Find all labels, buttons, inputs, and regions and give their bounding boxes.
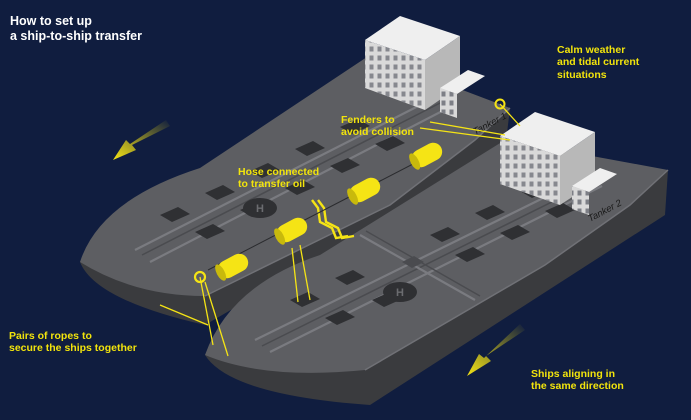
fender-icon [215, 253, 249, 281]
tanker-2-bridge-building [500, 112, 617, 215]
annotation-weather: Calm weather and tidal current situation… [557, 44, 639, 81]
helipad-icon: H [243, 198, 277, 218]
mooring-ropes [159, 103, 521, 357]
weather-line-2: and tidal current [557, 56, 640, 69]
fender-icon [409, 142, 443, 170]
fender-icon [347, 177, 381, 205]
transfer-hose [311, 199, 355, 240]
aligning-line-2: the same direction [531, 380, 624, 393]
fenders-line-1: Fenders to [341, 114, 395, 126]
tanker-2-hatches [290, 183, 575, 325]
arrow-down-left-icon [467, 324, 525, 376]
hose-line-1: Hose connected [238, 166, 320, 178]
aligning-line-1: Ships aligning in [531, 368, 615, 380]
tanker-1: H Tanker 1 [80, 16, 511, 325]
hose-line-2: to transfer oil [238, 178, 306, 191]
tanker-2: H Tanker 2 [205, 112, 669, 405]
annotation-aligning: Ships aligning in the same direction [531, 368, 624, 393]
helipad-icon: H [383, 282, 417, 302]
weather-line-3: situations [557, 68, 607, 81]
annotation-fenders: Fenders to avoid collision [341, 114, 414, 139]
weather-line-1: Calm weather [557, 44, 626, 56]
helipad-letter-1: H [256, 203, 264, 215]
helipad-letter-2: H [396, 287, 404, 299]
annotation-hose: Hose connected to transfer oil [238, 166, 319, 191]
annotation-ropes: Pairs of ropes to secure the ships toget… [9, 330, 137, 355]
fender-icon [274, 217, 308, 245]
arrow-left-icon [113, 120, 170, 160]
title-line-1: How to set up [10, 14, 92, 28]
title-line-2: a ship-to-ship transfer [10, 28, 142, 43]
ropes-line-2: secure the ships together [9, 342, 137, 355]
ropes-line-1: Pairs of ropes to [9, 330, 92, 342]
tanker-1-bridge-building [365, 16, 485, 118]
diagram-title: How to set up a ship-to-ship transfer [10, 14, 200, 44]
fenders-line-2: avoid collision [341, 126, 414, 139]
